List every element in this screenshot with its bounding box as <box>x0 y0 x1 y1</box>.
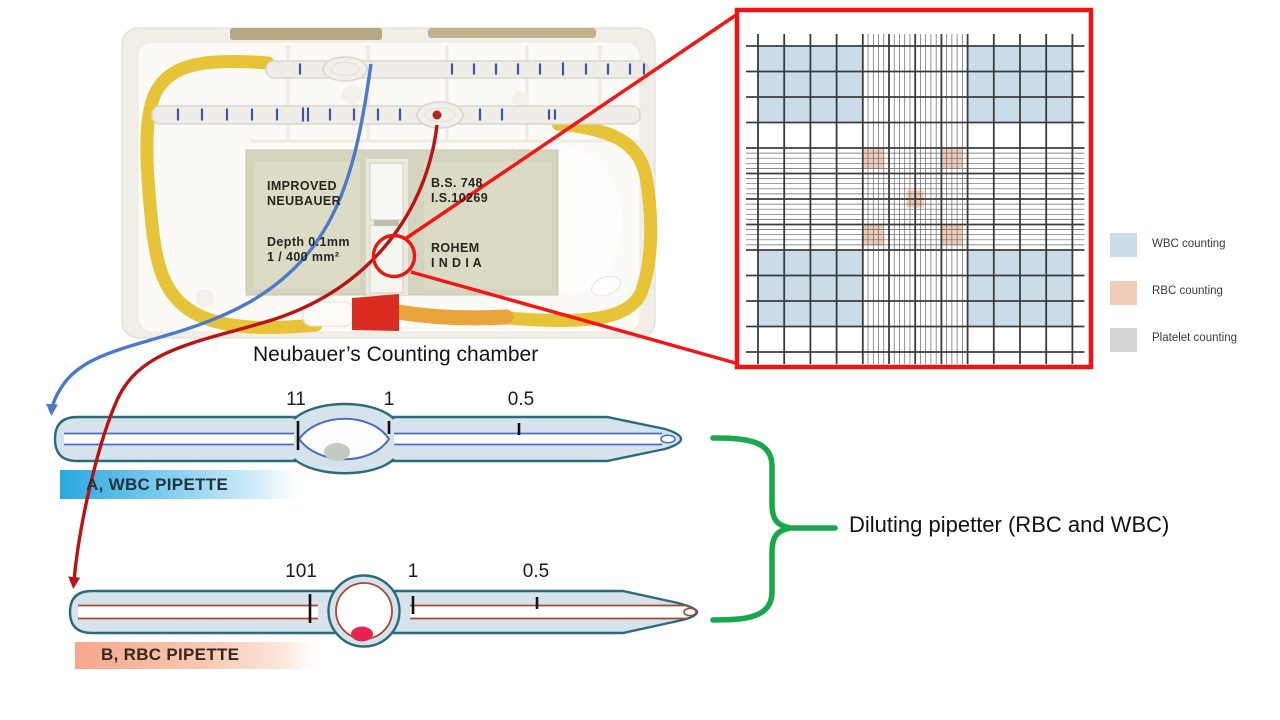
rbc-label-bar <box>75 642 325 669</box>
rbc-capillary-lines <box>78 604 686 620</box>
zoom-connector-lines <box>404 11 740 366</box>
legend-swatch-platelet <box>1110 328 1137 352</box>
rbc-mixing-bead <box>351 626 373 642</box>
legend-swatch-rbc <box>1110 281 1137 305</box>
graduation-ticks <box>298 62 646 76</box>
wbc-bulb-lens <box>297 417 391 461</box>
rbc-pipette-bore-right <box>410 606 686 618</box>
wbc-pipette-label: A, WBC PIPETTE <box>86 474 229 494</box>
grid-area-annotation-circle <box>371 233 417 279</box>
brace-label: Diluting pipetter (RBC and WBC) <box>849 512 1170 537</box>
chamber-maker-text: ROHEM I N D I A <box>431 241 483 270</box>
photo-pipette-top <box>265 56 649 82</box>
chamber-depth-text: Depth 0.1mm 1 / 400 mm² <box>267 235 350 264</box>
wbc-mark-1: 1 <box>383 389 395 410</box>
legend-label-rbc: RBC counting <box>1152 285 1223 297</box>
rbc-pipette-drawing <box>68 574 699 669</box>
rbc-mark-1: 1 <box>407 561 419 582</box>
spare-mouthpiece <box>591 275 621 297</box>
rubber-tube-right <box>499 117 658 328</box>
counting-chamber-photo <box>121 27 658 339</box>
rbc-mark-ticks <box>308 594 539 623</box>
photo-caption: Neubauer’s Counting chamber <box>253 343 539 366</box>
chamber-brand-text: IMPROVED NEUBAUER <box>267 179 342 208</box>
chamber-standard-text: B.S. 748 I.S.10269 <box>431 176 489 205</box>
box-lid-edge <box>230 28 382 40</box>
wbc-mark-ticks <box>296 421 521 450</box>
legend-label-wbc: WBC counting <box>1152 238 1226 250</box>
neubauer-grid-diagram <box>734 7 1094 370</box>
rbc-tip-opening <box>683 607 697 617</box>
wbc-pipette-drawing <box>53 402 683 499</box>
wbc-leader-curve <box>46 63 373 416</box>
graduation-ticks <box>176 107 557 122</box>
bulb-bead <box>432 110 442 120</box>
rbc-pipette-label: B, RBC PIPETTE <box>101 644 240 664</box>
wbc-mark-05: 0.5 <box>507 389 535 410</box>
grid-legend-swatches <box>1110 233 1137 352</box>
legend-swatch-wbc <box>1110 233 1137 257</box>
wbc-mixing-bead <box>324 443 350 461</box>
rbc-leader-curve <box>68 124 439 589</box>
rubber-tube-orange-section <box>390 304 514 326</box>
wbc-mark-11: 11 <box>286 389 306 410</box>
red-stopper <box>352 294 399 331</box>
brace <box>710 435 838 623</box>
rubber-tube-left <box>140 54 323 335</box>
rbc-mark-101: 101 <box>285 561 317 582</box>
legend-label-platelet: Platelet counting <box>1152 332 1238 344</box>
wbc-tip-opening <box>660 434 676 444</box>
tray-mold-marks <box>196 85 528 307</box>
wbc-label-bar <box>60 470 310 499</box>
photo-pipette-bottom <box>151 101 641 129</box>
rbc-mark-05: 0.5 <box>522 561 550 582</box>
grid-rulings <box>746 34 1085 364</box>
box-lid-edge-2 <box>428 28 596 38</box>
rbc-pipette-bore-left <box>78 606 318 618</box>
curly-brace <box>710 435 791 623</box>
grid-red-border <box>734 7 1094 370</box>
